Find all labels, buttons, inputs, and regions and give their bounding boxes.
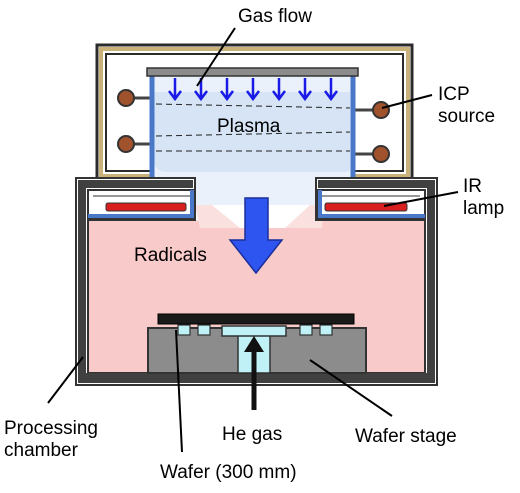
radicals-arrow <box>228 197 284 275</box>
radicals-label: Radicals <box>134 245 207 266</box>
ir-lamp-left <box>87 189 195 219</box>
coil-knob-left-top <box>117 89 150 107</box>
gas-flow-label: Gas flow <box>238 6 312 27</box>
coil-knob-left-bottom <box>117 135 150 153</box>
he-gas-arrow <box>244 336 264 410</box>
he-gas-label: He gas <box>222 424 283 445</box>
coil-knob-right-top <box>355 101 390 119</box>
leader-lines <box>47 27 459 453</box>
gas-flow-arrows <box>168 78 338 102</box>
ir-lamp-label: IR lamp <box>463 176 505 219</box>
plasma-label: Plasma <box>217 116 281 137</box>
coil-knob-right-bottom <box>355 145 390 163</box>
icp-source-label: ICP source <box>438 84 496 127</box>
processing-chamber-label: Processing chamber <box>4 418 98 461</box>
wafer-stage-label: Wafer stage <box>355 426 457 447</box>
wafer <box>157 313 355 325</box>
wafer-label: Wafer (300 mm) <box>160 462 297 483</box>
ir-lamp-right <box>317 189 426 219</box>
